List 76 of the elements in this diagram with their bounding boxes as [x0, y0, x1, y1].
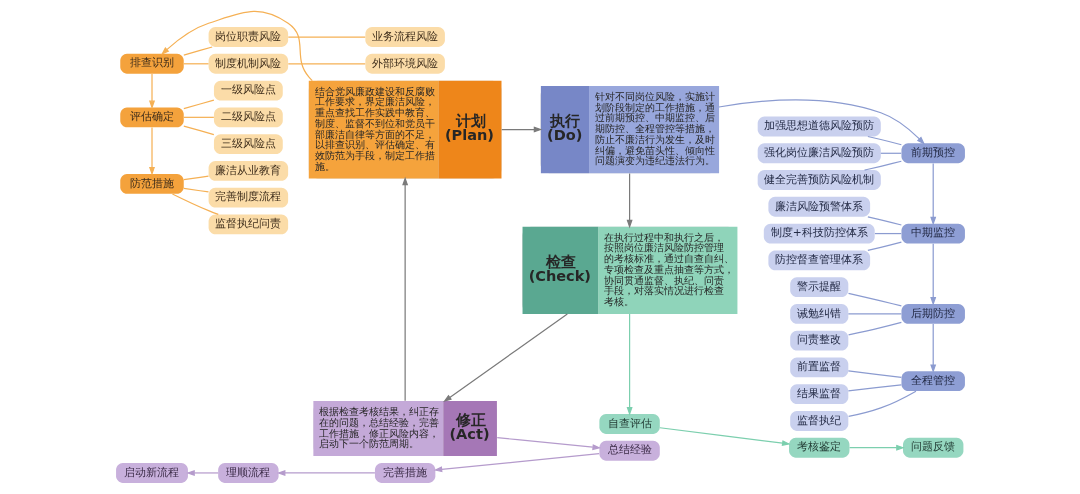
connector: [182, 46, 213, 56]
node-box: 廉洁风险预警体系: [767, 196, 870, 217]
connector: [287, 63, 366, 65]
node-box: 健全完善预防风险机制: [757, 170, 881, 190]
node-box: 前置监督: [789, 357, 848, 378]
node-box: 前期预控: [900, 143, 965, 164]
node-box: 监督执纪问责: [208, 214, 288, 235]
connector: [287, 36, 366, 38]
connector: [866, 135, 902, 146]
connector: [879, 152, 902, 154]
arrow: [185, 469, 219, 476]
arrow: [442, 313, 568, 403]
node-box: 完善制度流程: [208, 187, 288, 208]
node-box: 考核鉴定: [788, 437, 849, 458]
arrow: [433, 453, 600, 473]
node-box: 一级风险点: [213, 80, 283, 101]
connector: [866, 241, 902, 251]
node-box: 防范措施: [119, 173, 184, 194]
connector: [182, 99, 214, 110]
node-box: 诫勉纠错: [789, 303, 848, 324]
node-box: 强化岗位廉洁风险预防: [757, 143, 881, 164]
node-box: 防控督查管理体系: [767, 250, 870, 271]
connector: [847, 390, 917, 418]
node-box: 排查识别: [119, 53, 184, 74]
arrow: [929, 162, 936, 226]
node-box: 理顺流程: [217, 463, 279, 483]
node-box: 监督执纪: [789, 411, 848, 431]
connector: [182, 116, 214, 118]
node-box: 二级风险点: [213, 107, 283, 128]
arrow: [626, 172, 633, 229]
node-box: 外部环境风险: [364, 53, 445, 74]
connector: [847, 313, 902, 315]
arrow: [848, 444, 905, 451]
arrow: [929, 243, 936, 306]
connector: [847, 384, 902, 392]
node-box: 廉洁从业教育: [208, 160, 288, 181]
node-box: 加强思想道德风险预防: [757, 116, 881, 137]
arrow: [929, 323, 936, 374]
connector: [847, 321, 902, 336]
node-box: 评估确定: [119, 107, 184, 128]
arrow: [500, 126, 542, 133]
connector: [863, 160, 902, 171]
node-box: 全程管控: [900, 371, 965, 392]
node-box: 中期监控: [900, 223, 965, 244]
arrow: [626, 313, 633, 416]
connector: [866, 216, 902, 226]
node-box: 完善措施: [374, 463, 435, 483]
node-box: 后期防控: [900, 303, 965, 324]
node-box: 业务流程风险: [364, 27, 445, 47]
arrow: [658, 427, 791, 447]
connector: [847, 292, 902, 307]
arrow: [276, 469, 376, 476]
node-box: 问题反馈: [902, 437, 963, 458]
node-box: 制度机制风险: [208, 53, 288, 74]
node-box: 问责整改: [789, 330, 848, 351]
connector: [182, 63, 209, 65]
connector: [171, 193, 219, 216]
connector: [873, 232, 902, 235]
node-box: 总结经验: [598, 440, 660, 461]
node-box: 警示提醒: [789, 277, 848, 298]
node-box: 结果监督: [789, 384, 848, 405]
node-box: 自查评估: [598, 414, 660, 434]
connector: [182, 187, 209, 193]
node-box: 启动新流程: [115, 463, 188, 483]
connector: [182, 175, 209, 181]
node-box: 制度+科技防控体系: [763, 223, 875, 244]
arrow: [148, 73, 155, 110]
arrow: [401, 176, 408, 402]
arrow: [717, 99, 925, 145]
arrow: [160, 10, 313, 82]
node-box: 岗位职责风险: [208, 27, 288, 47]
arrow: [148, 126, 155, 176]
node-box: 三级风险点: [213, 134, 283, 155]
connector: [847, 370, 902, 378]
connector: [182, 125, 214, 136]
arrow: [496, 437, 601, 451]
